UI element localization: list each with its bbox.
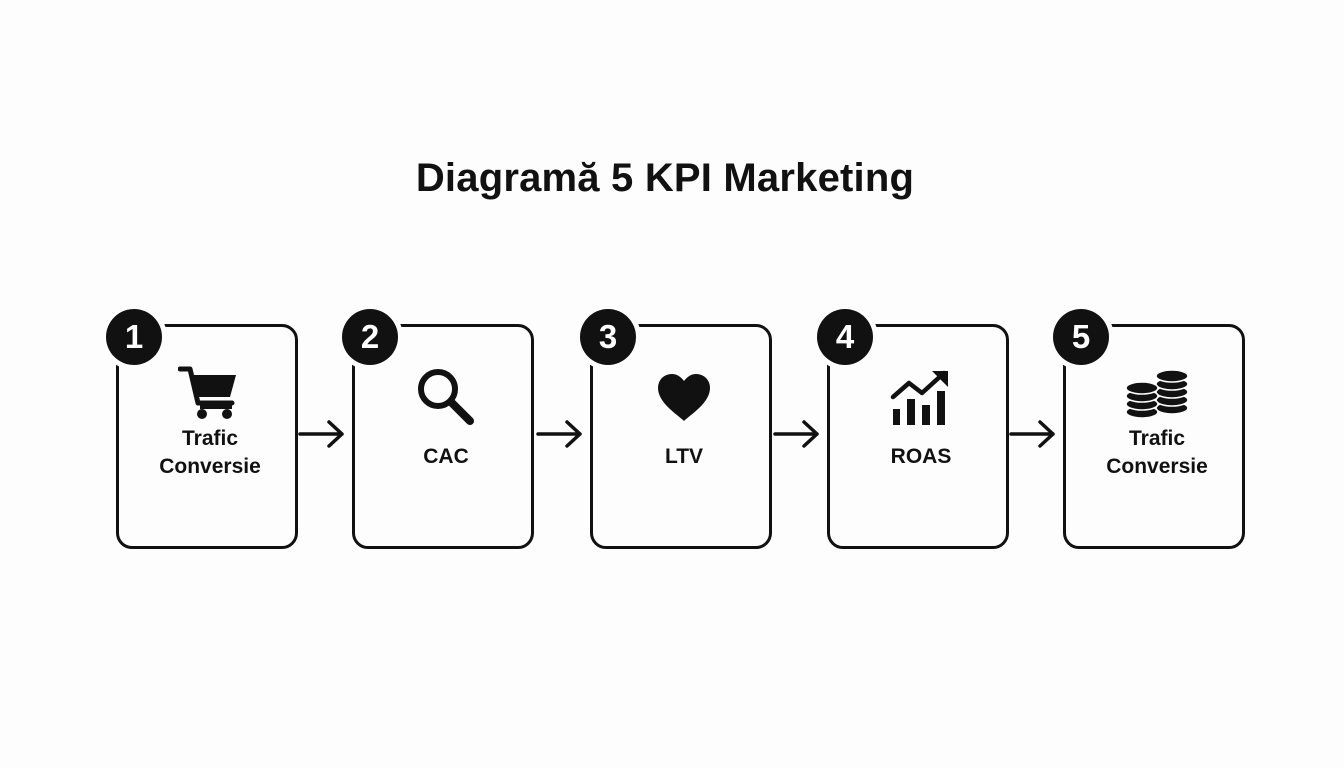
step-badge-1: 1 <box>106 309 162 365</box>
heart-icon <box>596 373 772 423</box>
step-badge-2: 2 <box>342 309 398 365</box>
flow-arrow-1 <box>298 420 344 448</box>
kpi-label-1-line-2: Conversie <box>159 455 261 478</box>
kpi-label-3: LTV <box>596 443 772 471</box>
shopping-cart-icon <box>122 363 298 421</box>
kpi-label-4: ROAS <box>833 443 1009 471</box>
kpi-label-1: Trafic Conversie <box>122 425 298 481</box>
step-badge-4: 4 <box>817 309 873 365</box>
kpi-label-5: Trafic Conversie <box>1069 425 1245 481</box>
step-badge-3: 3 <box>580 309 636 365</box>
kpi-label-5-line-1: Trafic <box>1128 427 1186 450</box>
flow-arrow-3 <box>773 420 819 448</box>
kpi-label-1-line-1: Trafic <box>181 427 239 450</box>
magnifier-icon <box>358 365 534 429</box>
flow-arrow-4 <box>1009 420 1055 448</box>
coin-stacks-icon <box>1069 365 1245 421</box>
kpi-card-1: Trafic Conversie <box>116 324 298 549</box>
flow-arrow-2 <box>536 420 582 448</box>
kpi-label-5-line-2: Conversie <box>1106 455 1208 478</box>
diagram-title: Diagramă 5 KPI Marketing <box>415 156 915 200</box>
kpi-label-4-line-1: ROAS <box>890 445 952 468</box>
kpi-label-2-line-1: CAC <box>423 445 469 468</box>
kpi-label-3-line-1: LTV <box>664 445 704 468</box>
kpi-label-2: CAC <box>358 443 534 471</box>
growth-chart-icon <box>833 367 1009 427</box>
step-badge-5: 5 <box>1053 309 1109 365</box>
